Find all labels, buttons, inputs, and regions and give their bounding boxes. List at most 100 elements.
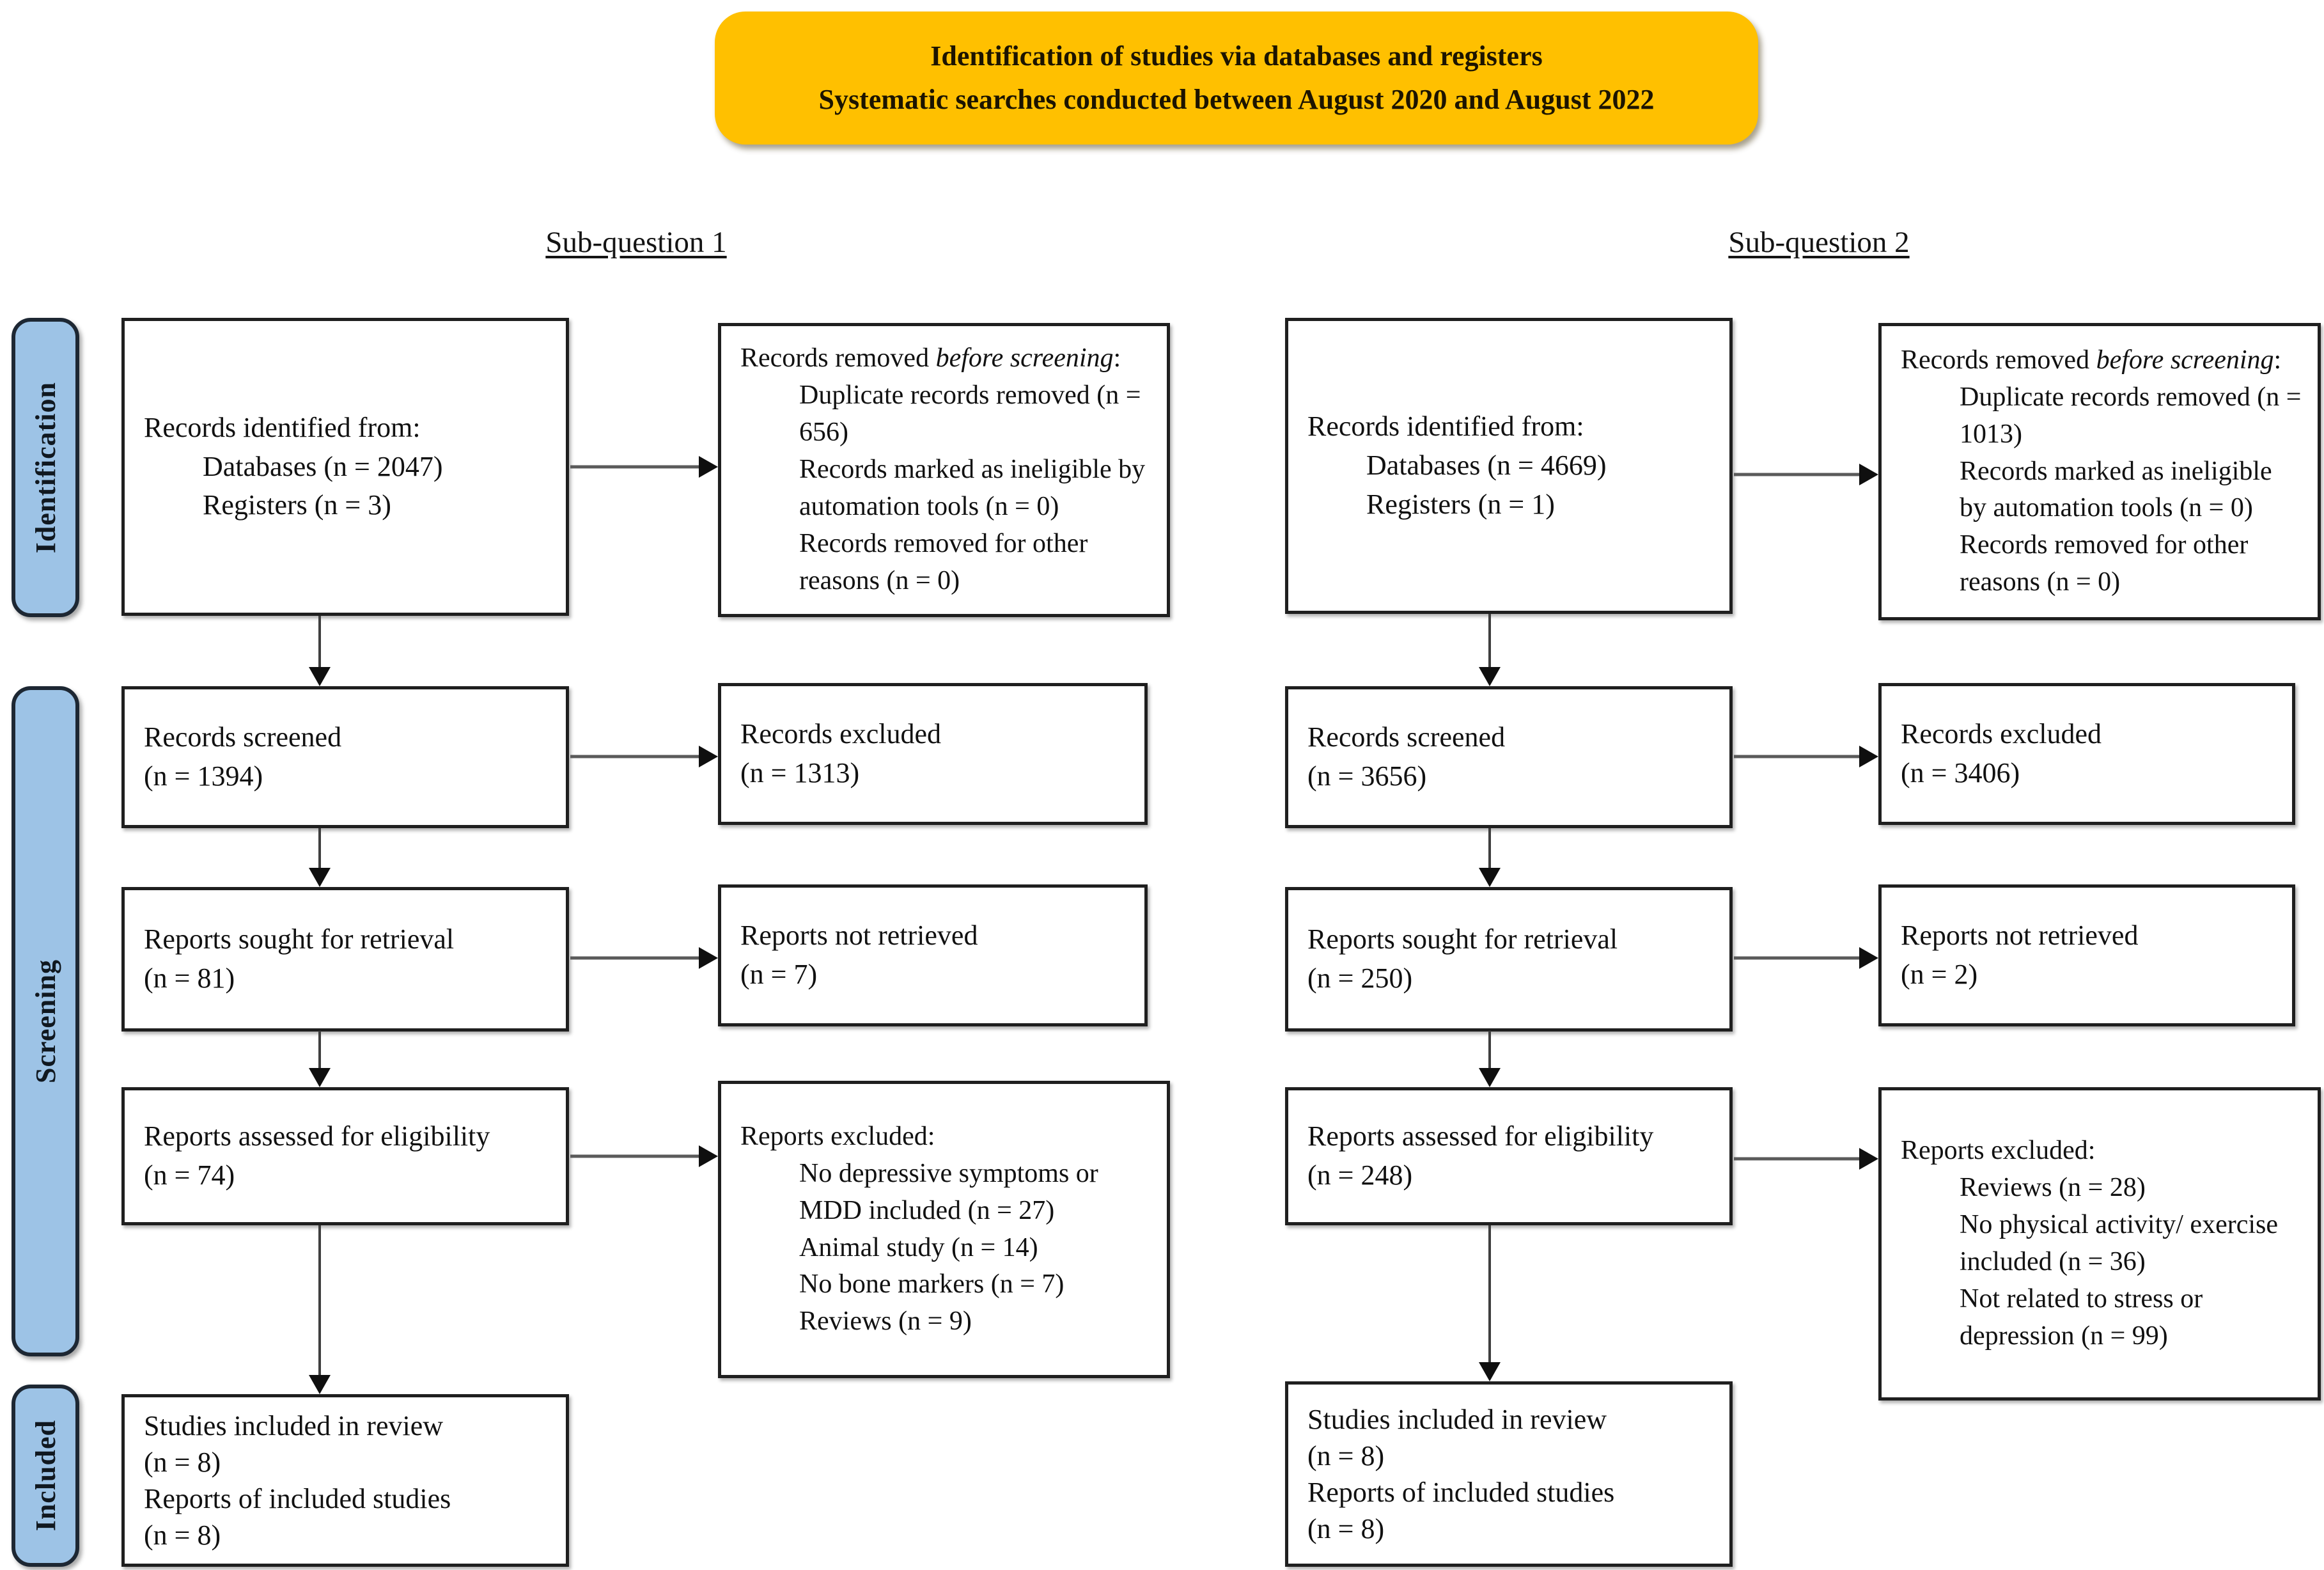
box-item: No physical activity/ exercise included … [1960,1210,2278,1276]
arrow-line [318,1031,321,1072]
arrow-line [318,616,321,671]
arrow-head-right-icon [699,1145,718,1167]
arrow-identified-to-screened-sq1 [309,616,331,686]
subquestion-2-heading: Sub-question 2 [1728,226,1910,259]
title-italic: before screening [2096,345,2274,375]
arrow-head-down-icon [1479,667,1501,686]
box-item: No depressive symptoms or MDD included (… [799,1158,1098,1225]
arrow-line [1734,473,1863,476]
box-item: Records removed for other reasons (n = 0… [1960,530,2249,597]
arrow-line [1734,755,1863,758]
box-line: Studies included in review [1307,1403,1607,1435]
arrow-line [1734,1157,1863,1161]
reports-excluded-box-sq2: Reports excluded: Reviews (n = 28) No ph… [1878,1087,2321,1401]
reports-sought-box-sq1: Reports sought for retrieval (n = 81) [121,887,569,1032]
arrow-sought-to-notretrieved-sq1 [570,947,718,969]
box-line: Records screened [1307,721,1506,753]
records-excluded-box-sq1: Records excluded (n = 1313) [718,683,1148,825]
stage-identification-label: Identification [29,381,61,554]
box-line: (n = 250) [1307,962,1413,994]
arrow-line [1488,1225,1491,1366]
arrow-sought-to-notretrieved-sq2 [1734,947,1878,969]
box-item: Not related to stress or depression (n =… [1960,1283,2203,1351]
box-item: Reviews (n = 28) [1960,1173,2146,1203]
box-title: Reports excluded: [740,1121,935,1151]
records-removed-box-sq2: Records removed before screening: Duplic… [1878,323,2321,620]
reports-sought-box-sq2: Reports sought for retrieval (n = 250) [1285,887,1733,1032]
box-line: (n = 74) [144,1159,235,1191]
box-item: Reviews (n = 9) [799,1307,972,1337]
arrow-assessed-to-excluded-sq1 [570,1145,718,1167]
box-line: (n = 3406) [1901,757,2020,789]
box-line: Records screened [144,721,342,753]
box-item: Animal study (n = 14) [799,1232,1038,1262]
stage-included: Included [12,1385,79,1567]
box-line: Reports not retrieved [1901,920,2139,952]
arrow-assessed-to-included-sq1 [309,1225,331,1394]
box-item: Records marked as ineligible by automati… [1960,456,2272,523]
arrow-sought-to-assessed-sq1 [309,1031,331,1087]
header-line-2: Systematic searches conducted between Au… [818,84,1655,115]
box-line: (n = 3656) [1307,760,1427,792]
arrow-head-right-icon [1859,1148,1878,1170]
arrow-line [570,956,703,960]
box-line: Reports assessed for eligibility [144,1120,490,1152]
arrow-head-down-icon [309,868,331,887]
box-item: Registers (n = 3) [203,489,391,521]
box-line: (n = 81) [144,962,235,994]
box-title: Records removed before screening: [740,340,1153,377]
arrow-head-right-icon [1859,947,1878,969]
box-title: Records removed before screening: [1901,342,2304,379]
reports-assessed-box-sq2: Reports assessed for eligibility (n = 24… [1285,1087,1733,1225]
title-text: Records removed [1901,345,2096,375]
stage-included-label: Included [29,1420,61,1532]
arrow-head-right-icon [1859,464,1878,485]
box-line: (n = 2) [1901,959,1978,990]
arrow-head-down-icon [1479,1068,1501,1087]
stage-identification: Identification [12,318,79,617]
records-identified-box-sq2: Records identified from: Databases (n = … [1285,318,1733,614]
records-removed-box-sq1: Records removed before screening: Duplic… [718,323,1170,617]
reports-excluded-box-sq1: Reports excluded: No depressive symptoms… [718,1081,1170,1378]
subquestion-1-heading: Sub-question 1 [545,226,727,259]
arrow-line [318,1225,321,1379]
box-item: Databases (n = 4669) [1366,450,1607,482]
arrow-line [1734,956,1863,960]
box-title: Records identified from: [1307,411,1584,443]
arrow-screened-to-excluded-sq1 [570,746,718,767]
arrow-head-right-icon [699,456,718,478]
arrow-head-right-icon [1859,746,1878,767]
box-item: Databases (n = 2047) [203,450,443,482]
stage-screening: Screening [12,686,79,1356]
arrow-line [570,1154,703,1158]
records-screened-box-sq1: Records screened (n = 1394) [121,686,569,828]
box-line: (n = 1394) [144,760,263,792]
title-text: Records removed [740,343,936,373]
box-line: (n = 8) [1307,1513,1385,1545]
box-line: Reports of included studies [144,1483,451,1514]
arrow-screened-to-sought-sq1 [309,828,331,887]
records-screened-box-sq2: Records screened (n = 3656) [1285,686,1733,828]
arrow-identified-to-screened-sq2 [1479,614,1501,686]
header-banner: Identification of studies via databases … [715,12,1758,145]
reports-not-retrieved-box-sq2: Reports not retrieved (n = 2) [1878,884,2295,1026]
arrow-head-down-icon [1479,868,1501,887]
reports-assessed-box-sq1: Reports assessed for eligibility (n = 74… [121,1087,569,1225]
box-item: Records removed for other reasons (n = 0… [799,528,1088,595]
arrow-head-down-icon [1479,1362,1501,1381]
arrow-assessed-to-included-sq2 [1479,1225,1501,1381]
arrow-line [570,755,703,758]
box-title: Reports excluded: [1901,1136,2096,1166]
arrow-line [570,465,703,469]
box-line: Reports of included studies [1307,1477,1615,1508]
box-item: No bone markers (n = 7) [799,1269,1065,1299]
box-line: (n = 7) [740,959,818,990]
title-suffix: : [2273,345,2282,375]
box-item: Records marked as ineligible by automati… [799,455,1146,521]
stage-screening-label: Screening [29,959,61,1083]
arrow-head-right-icon [699,746,718,767]
arrow-head-down-icon [309,1375,331,1394]
arrow-line [318,828,321,872]
box-line: Records excluded [1901,718,2102,750]
